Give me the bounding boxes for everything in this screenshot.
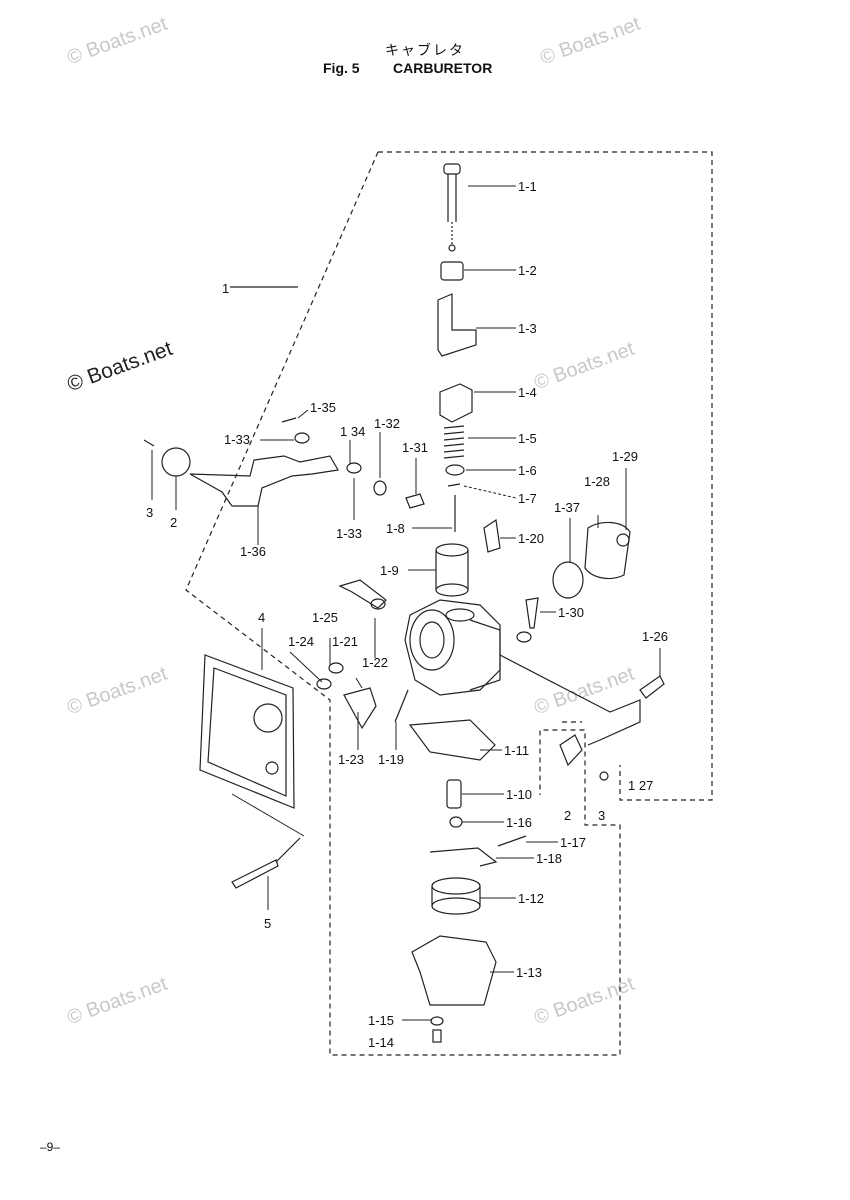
washer-part — [445, 464, 465, 476]
callout-label: 1-26 — [642, 629, 668, 644]
nut-part — [370, 598, 386, 610]
gasket-part — [408, 719, 496, 761]
callout-label: 2 — [170, 515, 177, 530]
callout-label: 5 — [264, 916, 271, 931]
float-bowl-part — [411, 935, 497, 1006]
lever-part — [559, 734, 583, 767]
pin-part — [394, 689, 409, 723]
title-japanese: キャブレタ — [385, 43, 465, 59]
callout-label: 1-22 — [362, 655, 388, 670]
callout-label: 1-4 — [518, 385, 537, 400]
callout-label: 1-8 — [386, 521, 405, 536]
washer-part — [346, 462, 362, 474]
callout-label: 4 — [258, 610, 265, 625]
screw-part — [525, 597, 539, 629]
knob-part — [161, 447, 191, 477]
washer-part — [294, 432, 310, 444]
callout-label: 1-11 — [504, 743, 529, 758]
callout-label: 1-31 — [402, 440, 428, 455]
callout-label: 1-35 — [310, 400, 336, 415]
callout-label: 1-28 — [584, 474, 610, 489]
callout-label: 1-20 — [518, 531, 544, 546]
clamp-part — [584, 521, 631, 580]
callout-label: 1-29 — [612, 449, 638, 464]
callout-label: 2 — [564, 808, 571, 823]
callout-label: 1 27 — [628, 778, 653, 793]
callout-label: 1-7 — [518, 491, 537, 506]
screw-part — [143, 439, 155, 447]
callout-label: 1-14 — [368, 1035, 394, 1050]
screw-part — [338, 579, 387, 609]
callout-label: 1-23 — [338, 752, 364, 767]
pin-part — [281, 417, 297, 423]
spring-part — [443, 425, 465, 459]
page-number: –9– — [40, 1140, 61, 1154]
link-rod-part — [499, 654, 641, 746]
callout-label: 1-19 — [378, 752, 404, 767]
carburetor-body — [404, 599, 501, 696]
callout-label: 1 — [222, 281, 229, 296]
bracket-part — [437, 293, 477, 357]
callout-label: 1-24 — [288, 634, 314, 649]
callout-label: 1-33 — [336, 526, 362, 541]
float-arm-part — [429, 847, 498, 867]
callout-label: 1-30 — [558, 605, 584, 620]
washer-part — [516, 631, 532, 643]
callout-label: 1-17 — [560, 835, 586, 850]
callout-label: 1-10 — [506, 787, 532, 802]
callout-label: 1-32 — [374, 416, 400, 431]
callout-label: 1-36 — [240, 544, 266, 559]
callout-label: 1-33 — [224, 432, 250, 447]
callout-label: 1 34 — [340, 424, 365, 439]
o-ring-part — [552, 561, 584, 599]
nut-part — [440, 261, 464, 281]
throttle-valve-part — [435, 543, 469, 597]
plate-part — [343, 687, 377, 730]
callout-label: 3 — [598, 808, 605, 823]
washer-part — [430, 1016, 444, 1026]
callout-label: 1-18 — [536, 851, 562, 866]
callout-label: 1-12 — [518, 891, 544, 906]
callout-label: 3 — [146, 505, 153, 520]
float-part — [431, 877, 481, 915]
figure-title: Fig. 5 CARBURETOR — [323, 60, 492, 76]
callout-label: 1-3 — [518, 321, 537, 336]
callout-label: 1-15 — [368, 1013, 394, 1028]
callout-label: 1-2 — [518, 263, 537, 278]
clip-part — [447, 483, 461, 487]
screw-part — [432, 1029, 442, 1043]
screw-part — [405, 493, 425, 509]
callout-label: 1-37 — [554, 500, 580, 515]
washer-part — [328, 662, 344, 674]
fitting-part — [483, 518, 501, 553]
cap-part — [439, 383, 473, 423]
callout-label: 1-1 — [518, 179, 537, 194]
callout-label: 1-25 — [312, 610, 338, 625]
figure-number: Fig. 5 — [323, 60, 360, 76]
callout-label: 1-5 — [518, 431, 537, 446]
callout-label: 1-16 — [506, 815, 532, 830]
lever-part — [189, 455, 339, 507]
screw-part — [443, 163, 461, 252]
cap-part — [639, 675, 665, 699]
callout-label: 1-9 — [380, 563, 399, 578]
pin-part — [497, 835, 527, 847]
callout-label: 1-21 — [332, 634, 358, 649]
nut-part — [316, 678, 332, 690]
bolt-part — [231, 859, 279, 889]
callout-label: 1-13 — [516, 965, 542, 980]
air-filter-part — [199, 654, 295, 809]
assembly-outline — [185, 151, 713, 1056]
jet-part — [446, 779, 462, 809]
figure-title-english: CARBURETOR — [393, 60, 493, 76]
callout-label: 1-6 — [518, 463, 537, 478]
clip-part — [373, 480, 387, 496]
jet-part — [449, 816, 463, 828]
